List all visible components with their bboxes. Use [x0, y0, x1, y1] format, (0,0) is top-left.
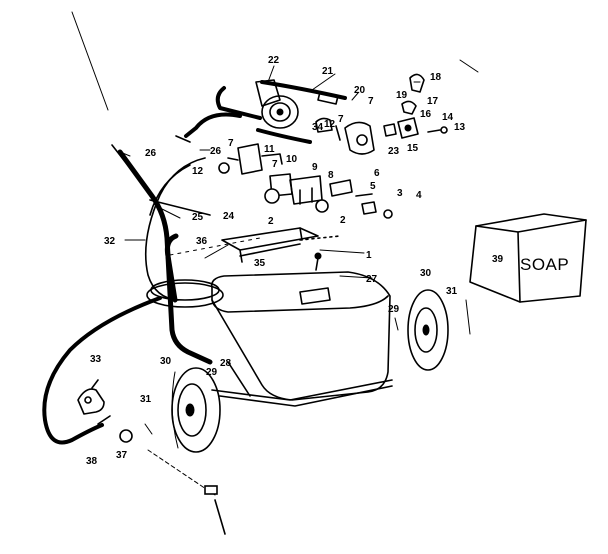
part-label: 34: [312, 122, 324, 133]
part-label: 22: [268, 55, 280, 66]
part-label: 31: [140, 394, 152, 405]
part-label: 35: [254, 258, 266, 269]
part-label: 31: [446, 286, 458, 297]
soap-box-label: SOAP: [520, 255, 569, 274]
valve-fittings: [315, 73, 448, 155]
part-label: 23: [388, 146, 400, 157]
part-label: 4: [416, 190, 422, 201]
regulator: [255, 79, 299, 129]
part-label: 12: [192, 166, 204, 177]
part-label: 32: [104, 236, 116, 247]
part-label: 2: [340, 215, 346, 226]
air-tank: [210, 252, 391, 401]
part-label: 8: [328, 170, 334, 181]
part-label: 30: [160, 356, 172, 367]
axle-frame: [211, 361, 393, 407]
scan-artifacts: [71, 11, 479, 111]
wheel-hardware: [119, 299, 471, 535]
part-labels: 1 2 2 3 4 5 6 7 7 7 7 8 9 10 11 12 12 13…: [86, 55, 504, 467]
part-label: 16: [420, 109, 432, 120]
part-label: 11: [264, 144, 275, 155]
part-label: 12: [324, 119, 336, 130]
soap-box: SOAP: [469, 213, 587, 303]
part-label: 3: [397, 188, 403, 199]
part-label: 10: [286, 154, 298, 165]
part-label: 25: [192, 212, 204, 223]
part-label: 7: [368, 96, 374, 107]
part-label: 37: [116, 450, 128, 461]
part-label: 21: [322, 66, 334, 77]
part-label: 39: [492, 254, 504, 265]
part-label: 7: [272, 159, 278, 170]
part-label: 36: [196, 236, 208, 247]
part-label: 27: [366, 274, 378, 285]
upper-hose: [175, 80, 347, 144]
part-label: 7: [228, 138, 234, 149]
part-label: 2: [268, 216, 274, 227]
coiled-hose: [42, 157, 224, 445]
part-label: 29: [206, 367, 218, 378]
part-label: 28: [220, 358, 232, 369]
part-label: 20: [354, 85, 366, 96]
part-label: 13: [454, 122, 466, 133]
leader-lines: [119, 65, 421, 279]
part-label: 5: [370, 181, 376, 192]
part-label: 15: [407, 143, 419, 154]
part-label: 38: [86, 456, 98, 467]
part-label: 26: [145, 148, 157, 159]
part-label: 19: [396, 90, 408, 101]
bracket-shelf: [169, 227, 319, 263]
part-label: 6: [374, 168, 380, 179]
part-label: 17: [427, 96, 439, 107]
part-label: 9: [312, 162, 318, 173]
part-label: 7: [338, 114, 344, 125]
air-chuck: [77, 379, 105, 415]
handle-frame: [111, 144, 213, 365]
part-label: 14: [442, 112, 454, 123]
part-label: 33: [90, 354, 102, 365]
part-label: 29: [388, 304, 400, 315]
part-label: 1: [366, 250, 372, 261]
manifold: [218, 143, 393, 241]
part-label: 24: [223, 211, 235, 222]
left-wheel: [171, 367, 221, 453]
part-label: 30: [420, 268, 432, 279]
part-label: 26: [210, 146, 222, 157]
part-label: 18: [430, 72, 442, 83]
right-wheel: [407, 289, 449, 371]
